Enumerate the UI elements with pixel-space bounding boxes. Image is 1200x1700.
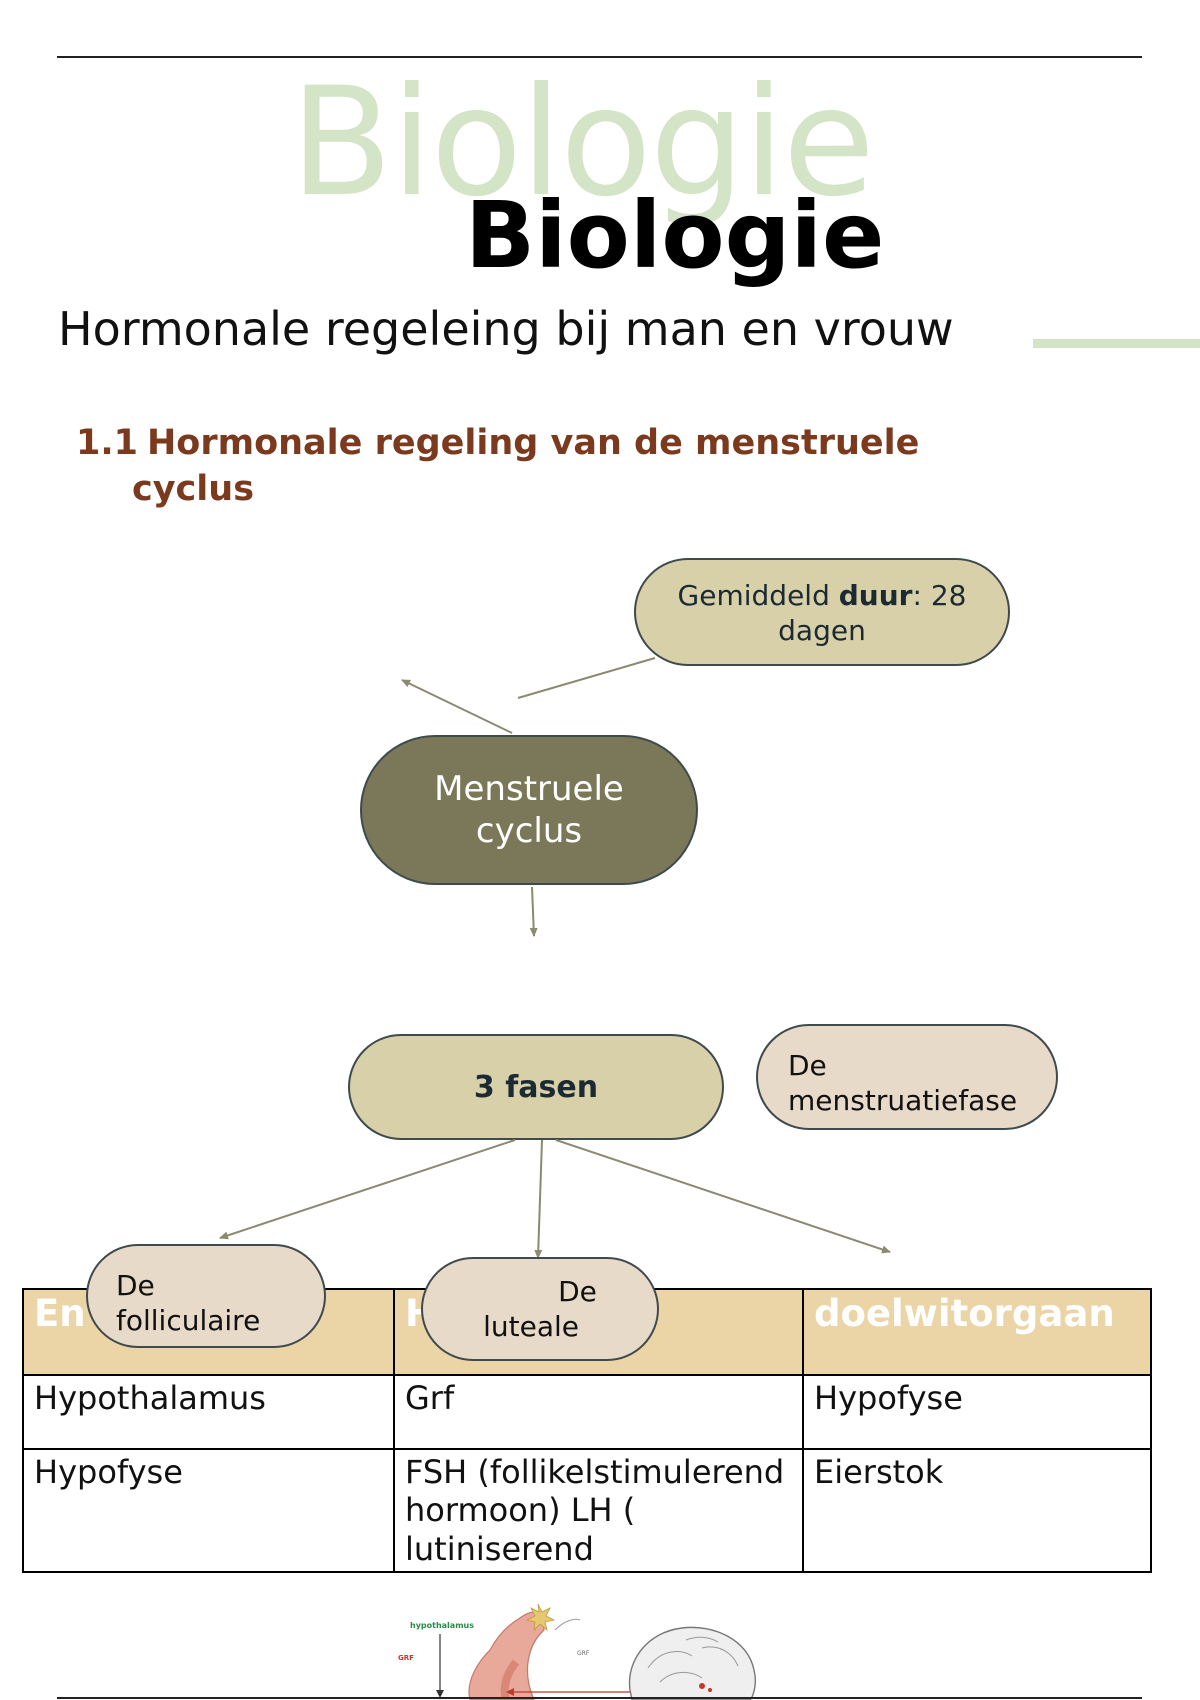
brain-outline	[628, 1626, 757, 1700]
bottom-rule	[57, 1697, 1142, 1699]
table-cell: Eierstok	[802, 1447, 1152, 1574]
duur-prefix: Gemiddeld	[677, 579, 839, 612]
header-cell-doelwitorgaan: doelwitorgaan	[802, 1288, 1152, 1376]
table-cell: Hypofyse	[802, 1374, 1152, 1450]
arrow-duur-connector	[517, 657, 656, 699]
section-heading: Hormonale regeling van de menstruele	[147, 421, 1017, 467]
node-gemiddelde-duur: Gemiddeld duur: 28 dagen	[634, 558, 1010, 666]
label-hypothalamus: hypothalamus	[410, 1621, 474, 1630]
menstruatiefase-label: De menstruatiefase	[788, 1049, 1018, 1112]
arrow-cyclus-down	[529, 886, 538, 937]
arrow-cyclus-up	[401, 679, 513, 734]
arrow-to-luteale	[534, 1139, 543, 1259]
table-cell: Grf	[393, 1374, 804, 1450]
arrow-to-folliculaire	[219, 1139, 516, 1240]
folliculaire-label: De folliculaire	[116, 1269, 261, 1332]
hormone-illustration: hypothalamus GRF GRF	[330, 1590, 870, 1700]
table-row: Hypothalamus Grf Hypofyse	[22, 1374, 1152, 1450]
section-heading-line1: Hormonale regeling van de menstruele	[147, 423, 920, 463]
section-heading-line2: cyclus	[132, 469, 255, 509]
table-row: Hypofyse FSH (follikelstimulerend hormoo…	[22, 1447, 1152, 1574]
duur-suffix: : 28 dagen	[778, 579, 967, 647]
top-rule	[57, 56, 1142, 58]
arrow-to-menstruatie	[555, 1139, 891, 1254]
node-3-fasen: 3 fasen	[348, 1034, 724, 1140]
page-subtitle: Hormonale regeleing bij man en vrouw	[58, 302, 954, 356]
luteale-line1: De	[558, 1275, 597, 1308]
center-line1: Menstruele	[434, 768, 624, 809]
illustration-figure: hypothalamus GRF GRF	[398, 1603, 757, 1700]
section-number: 1.1	[76, 423, 139, 463]
node-folliculaire-fase: De folliculaire	[86, 1244, 326, 1348]
table-cell: FSH (follikelstimulerend hormoon) LH ( l…	[393, 1447, 804, 1574]
node-menstruatiefase: De menstruatiefase	[756, 1024, 1058, 1130]
duur-bold: duur	[838, 579, 913, 612]
accent-line	[1033, 339, 1200, 348]
page-title: Biologie	[465, 182, 885, 289]
label-grf-right: GRF	[577, 1650, 590, 1657]
table-cell: Hypofyse	[22, 1447, 395, 1574]
luteale-line2: luteale	[483, 1310, 579, 1343]
star-gland-icon	[525, 1603, 556, 1632]
watermark-title: Biologie	[290, 56, 875, 230]
table-cell: Hypothalamus	[22, 1374, 395, 1450]
label-grf-left: GRF	[398, 1654, 414, 1662]
center-line2: cyclus	[475, 811, 583, 851]
